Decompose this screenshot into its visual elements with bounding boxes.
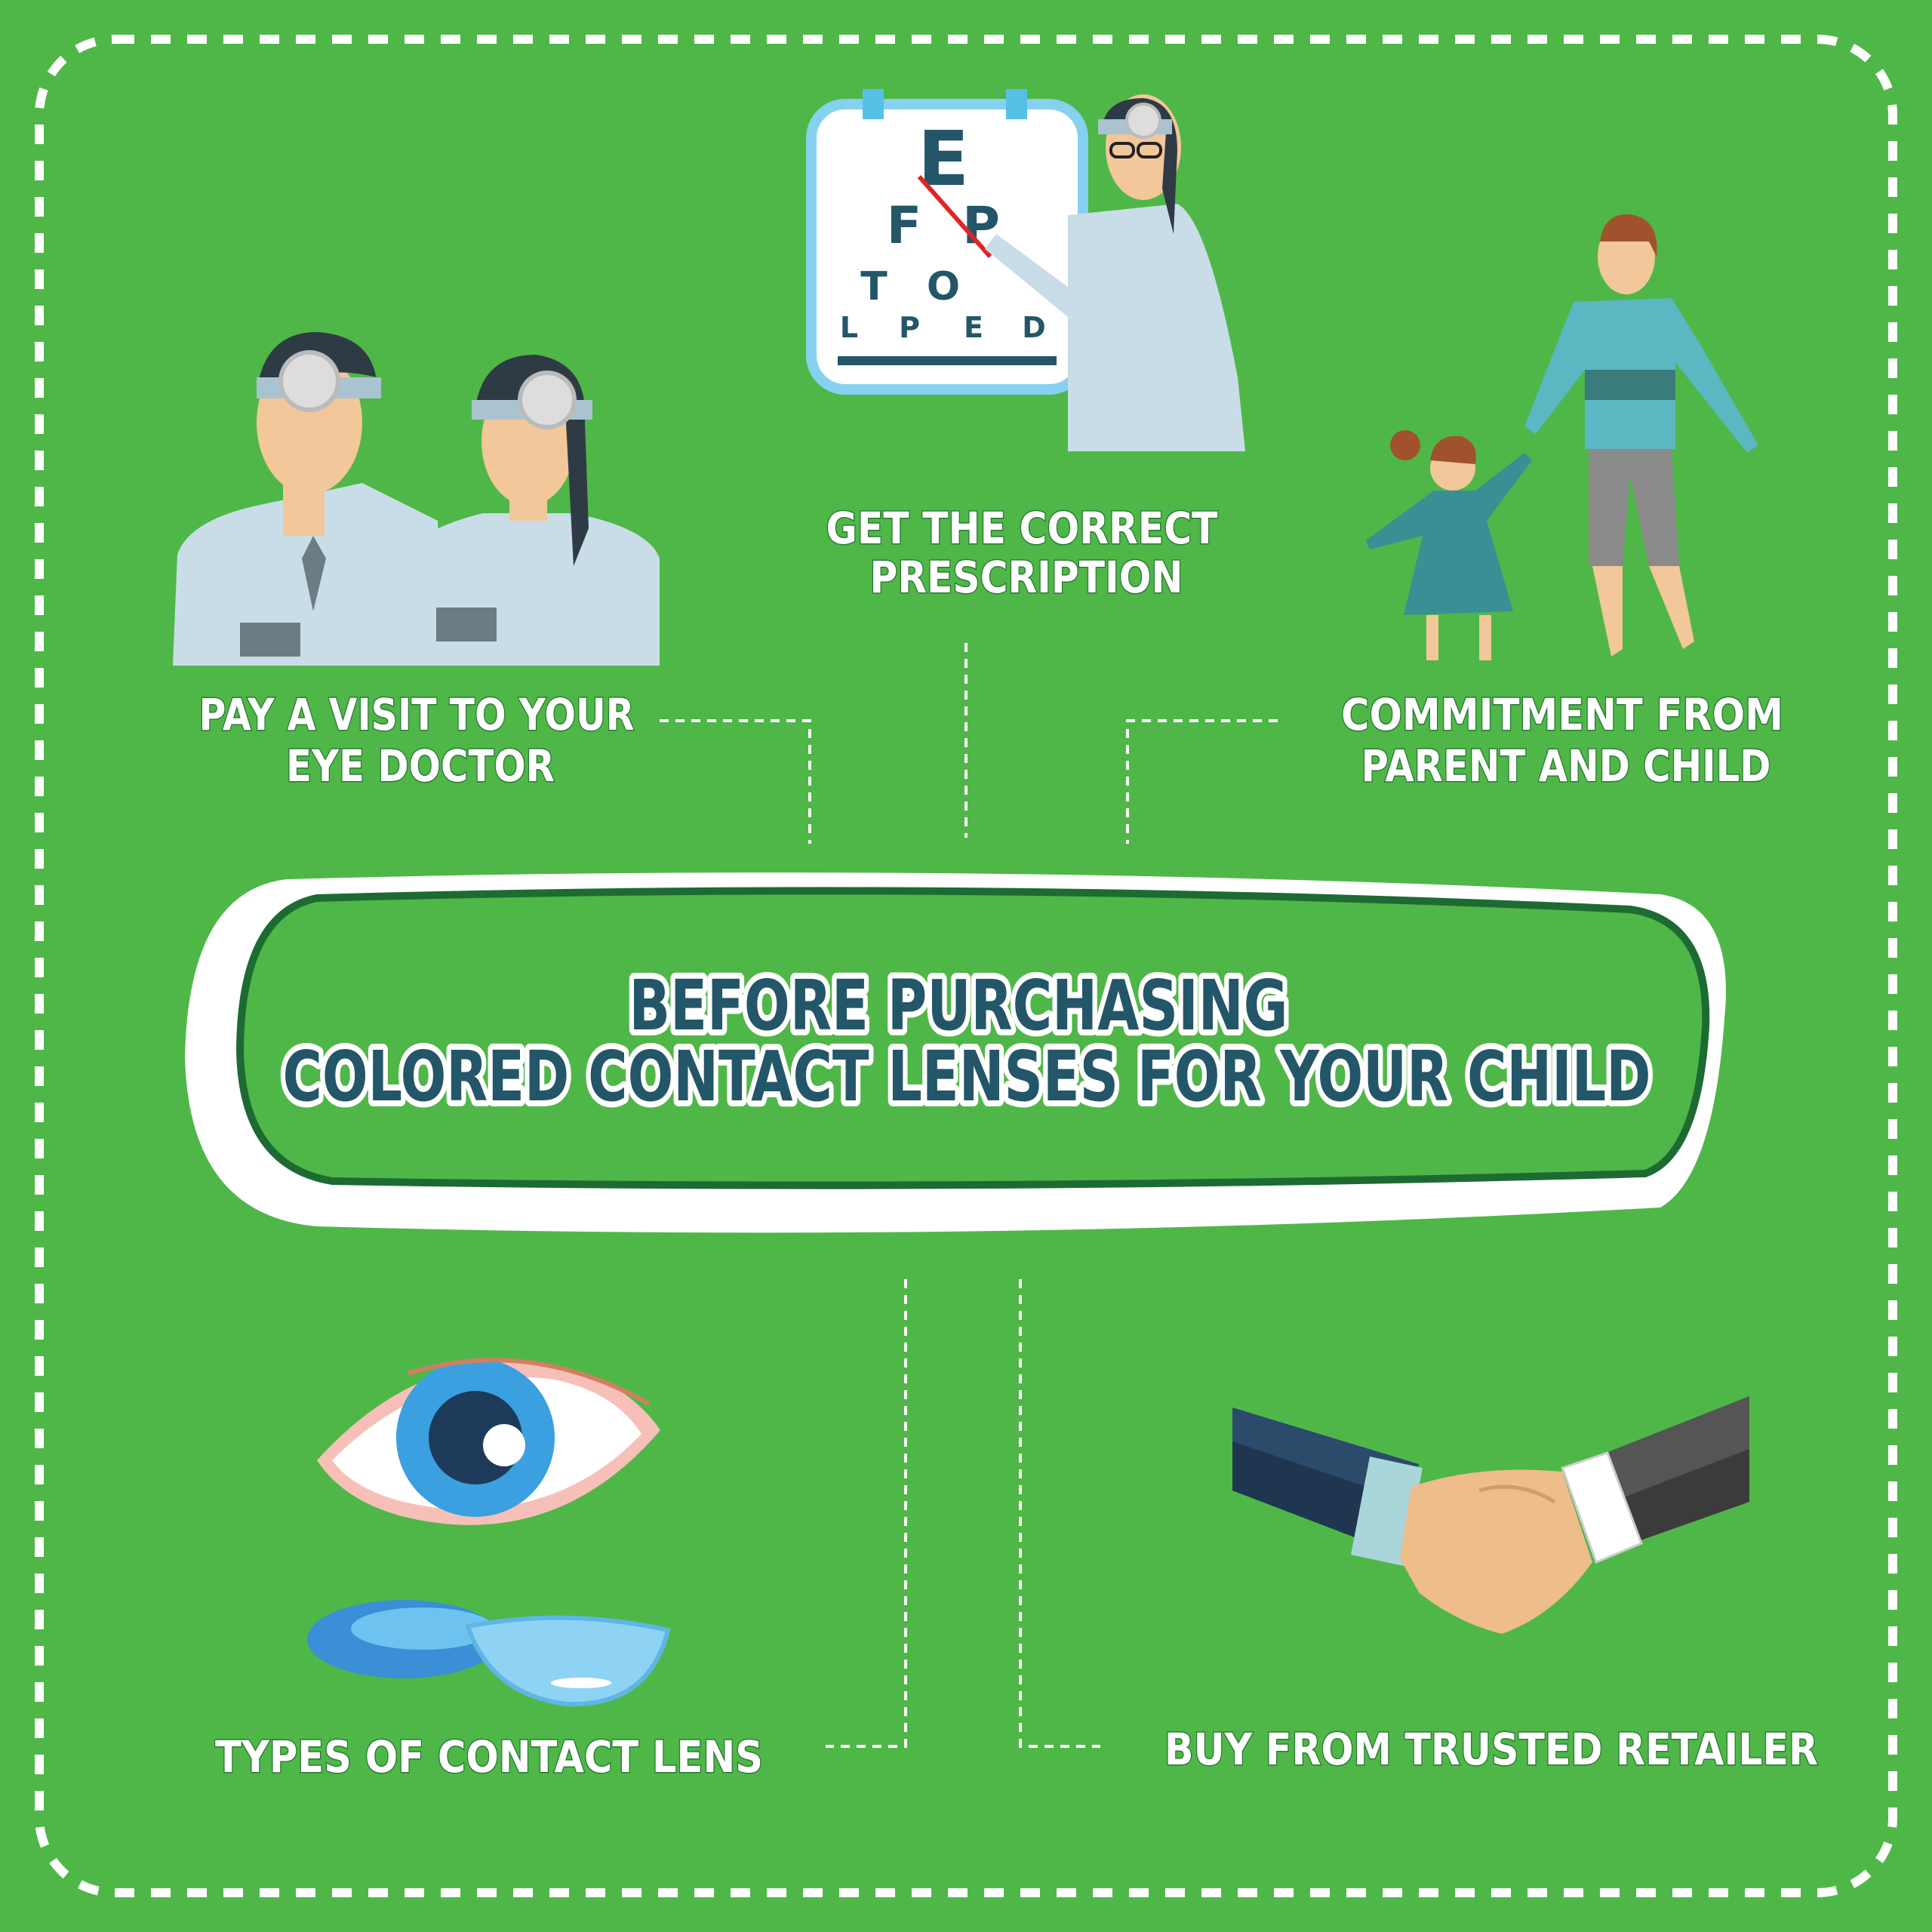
parent-child-icon <box>1366 214 1758 660</box>
connector-lens-types <box>826 1279 907 1748</box>
chart-letter: O <box>927 264 960 309</box>
chart-letter: P <box>899 311 920 344</box>
step-commitment-line-1: COMMITMENT FROM <box>1341 689 1783 740</box>
connectors <box>660 643 1278 1748</box>
step-visit-line-1: PAY A VISIT TO YOUR <box>199 689 635 740</box>
step-prescription-line-1: GET THE CORRECT <box>826 503 1218 554</box>
step-prescription-line-2: PRESCRIPTION <box>870 552 1183 603</box>
step-commitment-line-2: PARENT AND CHILD <box>1361 740 1771 792</box>
title-line-2: COLORED CONTACT LENSES FOR YOUR CHILD <box>283 1036 1651 1117</box>
connector-commitment <box>1126 719 1278 844</box>
title-line-1: BEFORE PURCHASING <box>629 965 1288 1046</box>
connector-visit <box>660 719 811 844</box>
step-visit-line-2: EYE DOCTOR <box>286 740 555 792</box>
chart-letter: F <box>887 196 921 256</box>
chart-letter: T <box>860 264 888 309</box>
step-retailer-label: BUY FROM TRUSTED RETAILER <box>1164 1724 1818 1775</box>
doctors-icon <box>173 332 660 666</box>
chart-letter: D <box>1022 311 1046 344</box>
handshake-icon <box>1232 1396 1749 1634</box>
step-lens-types-label: TYPES OF CONTACT LENS <box>215 1731 763 1783</box>
chart-letter: E <box>964 311 983 344</box>
connector-retailer <box>1019 1279 1100 1748</box>
eye-chart-icon: E F P T O L P E D <box>806 89 1245 451</box>
chart-row-1: E <box>918 115 969 203</box>
chart-letter: L <box>840 311 858 344</box>
dashed-border <box>35 35 1897 1897</box>
title-pill: BEFORE PURCHASING COLORED CONTACT LENSES… <box>185 872 1726 1233</box>
eye-and-lenses-icon <box>307 1358 671 1707</box>
